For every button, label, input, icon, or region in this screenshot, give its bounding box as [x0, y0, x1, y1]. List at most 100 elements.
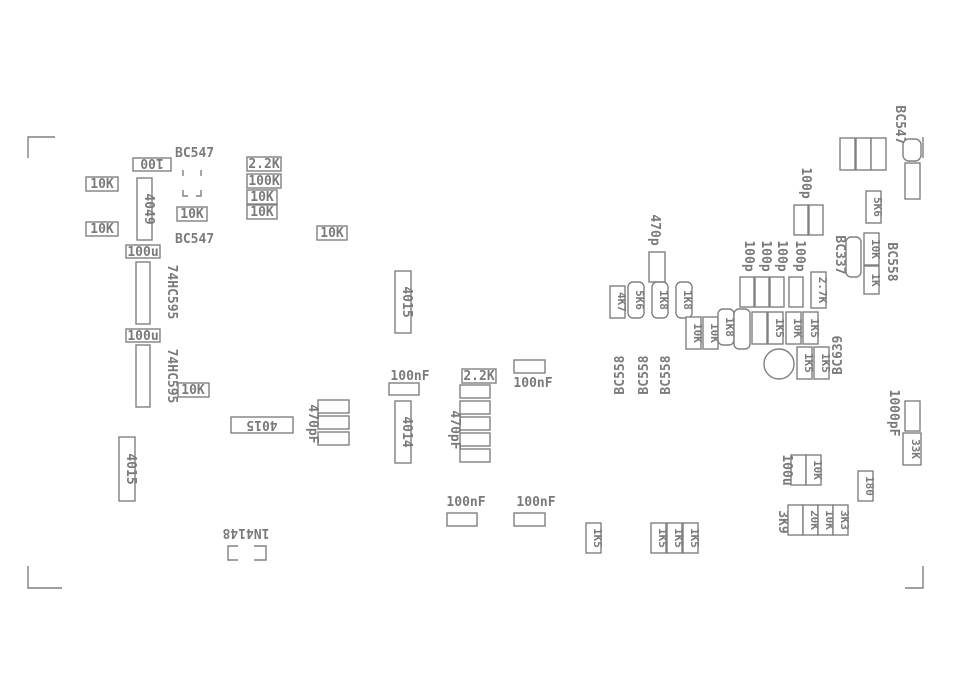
- resistor-10k-o: [805, 454, 822, 486]
- cap-1000pf: [904, 400, 921, 432]
- label-5k6-b: 5K6: [871, 197, 884, 217]
- label-10k-k: 10K: [869, 239, 882, 259]
- cap-470pf-g: [459, 432, 491, 447]
- label-bc558-a: BC558: [613, 355, 628, 394]
- cap-470p: [648, 251, 666, 283]
- cap-470pf-b: [317, 415, 350, 430]
- label-10k-d: 10K: [90, 222, 114, 237]
- resistor-1k5-h: [682, 522, 699, 554]
- resistor-100k: [246, 173, 282, 189]
- label-1k5-f: 1K5: [656, 528, 669, 548]
- resistor-10k-c: [85, 176, 119, 192]
- label-100p-d: 100p: [792, 240, 807, 271]
- resistor-1k5-f: [650, 522, 667, 554]
- label-bc547-bottom: BC547: [175, 232, 214, 247]
- resistor-100-b: [751, 311, 768, 345]
- label-10k-j: 10K: [791, 318, 804, 338]
- cap-100nf-d: [513, 512, 546, 527]
- label-4049: 4049: [141, 193, 156, 224]
- label-bc337: BC337: [832, 235, 847, 274]
- resistor-1k5-d: [813, 346, 830, 380]
- label-1k5-h: 1K5: [688, 528, 701, 548]
- resistor-10k-l: [839, 137, 856, 171]
- cap-100p-a: [739, 276, 755, 308]
- label-3k3: 3K3: [838, 510, 851, 530]
- label-4015-b: 4015: [246, 417, 277, 432]
- label-10k-h: 10K: [691, 323, 704, 343]
- resistor-10k-m: [855, 137, 872, 171]
- label-470pf-b: 470pF: [447, 410, 462, 449]
- label-bc547-c: BC547: [892, 105, 907, 144]
- ic-4014: [394, 400, 412, 464]
- cap-470pf-d: [459, 384, 491, 399]
- label-4015-a: 4015: [123, 453, 138, 484]
- ic-4015-a: [118, 436, 136, 502]
- resistor-3k9: [787, 504, 804, 536]
- resistor-100: [132, 157, 172, 172]
- cap-100p-c: [769, 276, 785, 308]
- label-470p: 470p: [647, 214, 662, 245]
- label-33k: 33K: [909, 439, 922, 459]
- cap-470pf-e: [459, 400, 491, 415]
- label-4014: 4014: [399, 416, 414, 447]
- resistor-4k7-b: [904, 162, 921, 200]
- resistor-5k6: [627, 281, 645, 319]
- label-1k8-c: 1K8: [723, 317, 736, 337]
- resistor-1k5-b: [802, 311, 819, 345]
- ic-74hc595-a: [135, 261, 151, 325]
- resistor-10k-b: [246, 204, 278, 220]
- label-1k5-a: 1K5: [773, 318, 786, 338]
- label-10k-f: 10K: [320, 226, 344, 241]
- resistor-1k-a: [845, 236, 862, 278]
- label-2-2k: 2.2K: [248, 157, 279, 172]
- resistor-180: [857, 470, 874, 502]
- resistor-10k-k: [863, 232, 880, 266]
- label-470pf-a: 470pF: [305, 404, 320, 443]
- label-bc558-c: BC558: [659, 355, 674, 394]
- label-1k-b: 1K: [869, 273, 882, 287]
- resistor-1k5-c: [796, 346, 813, 380]
- label-1k5-e: 1K5: [591, 528, 604, 548]
- label-bc639: BC639: [831, 335, 846, 374]
- cap-470pf-h: [459, 448, 491, 463]
- resistor-10k-e: [176, 206, 208, 222]
- label-bc558-b: BC558: [637, 355, 652, 394]
- cap-100p-b: [754, 276, 770, 308]
- cap-100p-e: [793, 204, 809, 236]
- resistor-2-7k: [810, 271, 827, 309]
- label-100nf-b: 100nF: [513, 376, 552, 391]
- cap-100u-a: [125, 244, 161, 259]
- ic-74hc595-b: [135, 344, 151, 408]
- electrolytic-cap-round: [763, 348, 795, 380]
- label-1k5-d: 1K5: [819, 353, 832, 373]
- resistor-5k6-b: [865, 190, 882, 224]
- label-bc547-top: BC547: [175, 146, 214, 161]
- label-1k5-g: 1K5: [672, 528, 685, 548]
- resistor-10k-g: [177, 382, 210, 398]
- resistor-1k5-g: [666, 522, 683, 554]
- resistor-33k: [902, 432, 922, 466]
- resistor-10k-n: [870, 137, 887, 171]
- label-5k6: 5K6: [633, 290, 646, 310]
- board-corner-marks: [27, 136, 924, 589]
- label-100u-a: 100u: [127, 245, 158, 260]
- resistor-4k7-a: [609, 285, 626, 319]
- label-10k-c: 10K: [90, 177, 114, 192]
- label-bc558-d: BC558: [884, 242, 899, 281]
- label-10k-e: 10K: [180, 207, 204, 222]
- diode-1n4148-outline: [227, 545, 267, 561]
- label-4k7-a: 4K7: [615, 292, 628, 312]
- label-1k5-b: 1K5: [808, 318, 821, 338]
- label-100nf-c: 100nF: [446, 495, 485, 510]
- cap-100nf-c: [446, 512, 478, 527]
- label-10k-o: 10K: [811, 460, 824, 480]
- label-1n4148: 1N4148: [222, 525, 269, 540]
- resistor-2-2k: [246, 156, 282, 172]
- cap-470pf-a: [317, 399, 350, 414]
- resistor-1k8-d: [733, 308, 751, 350]
- resistor-1k8-a: [651, 281, 669, 319]
- transistor-bc547-top: [182, 170, 202, 197]
- cap-100p-d: [788, 276, 804, 308]
- label-100p-c: 100p: [774, 240, 789, 271]
